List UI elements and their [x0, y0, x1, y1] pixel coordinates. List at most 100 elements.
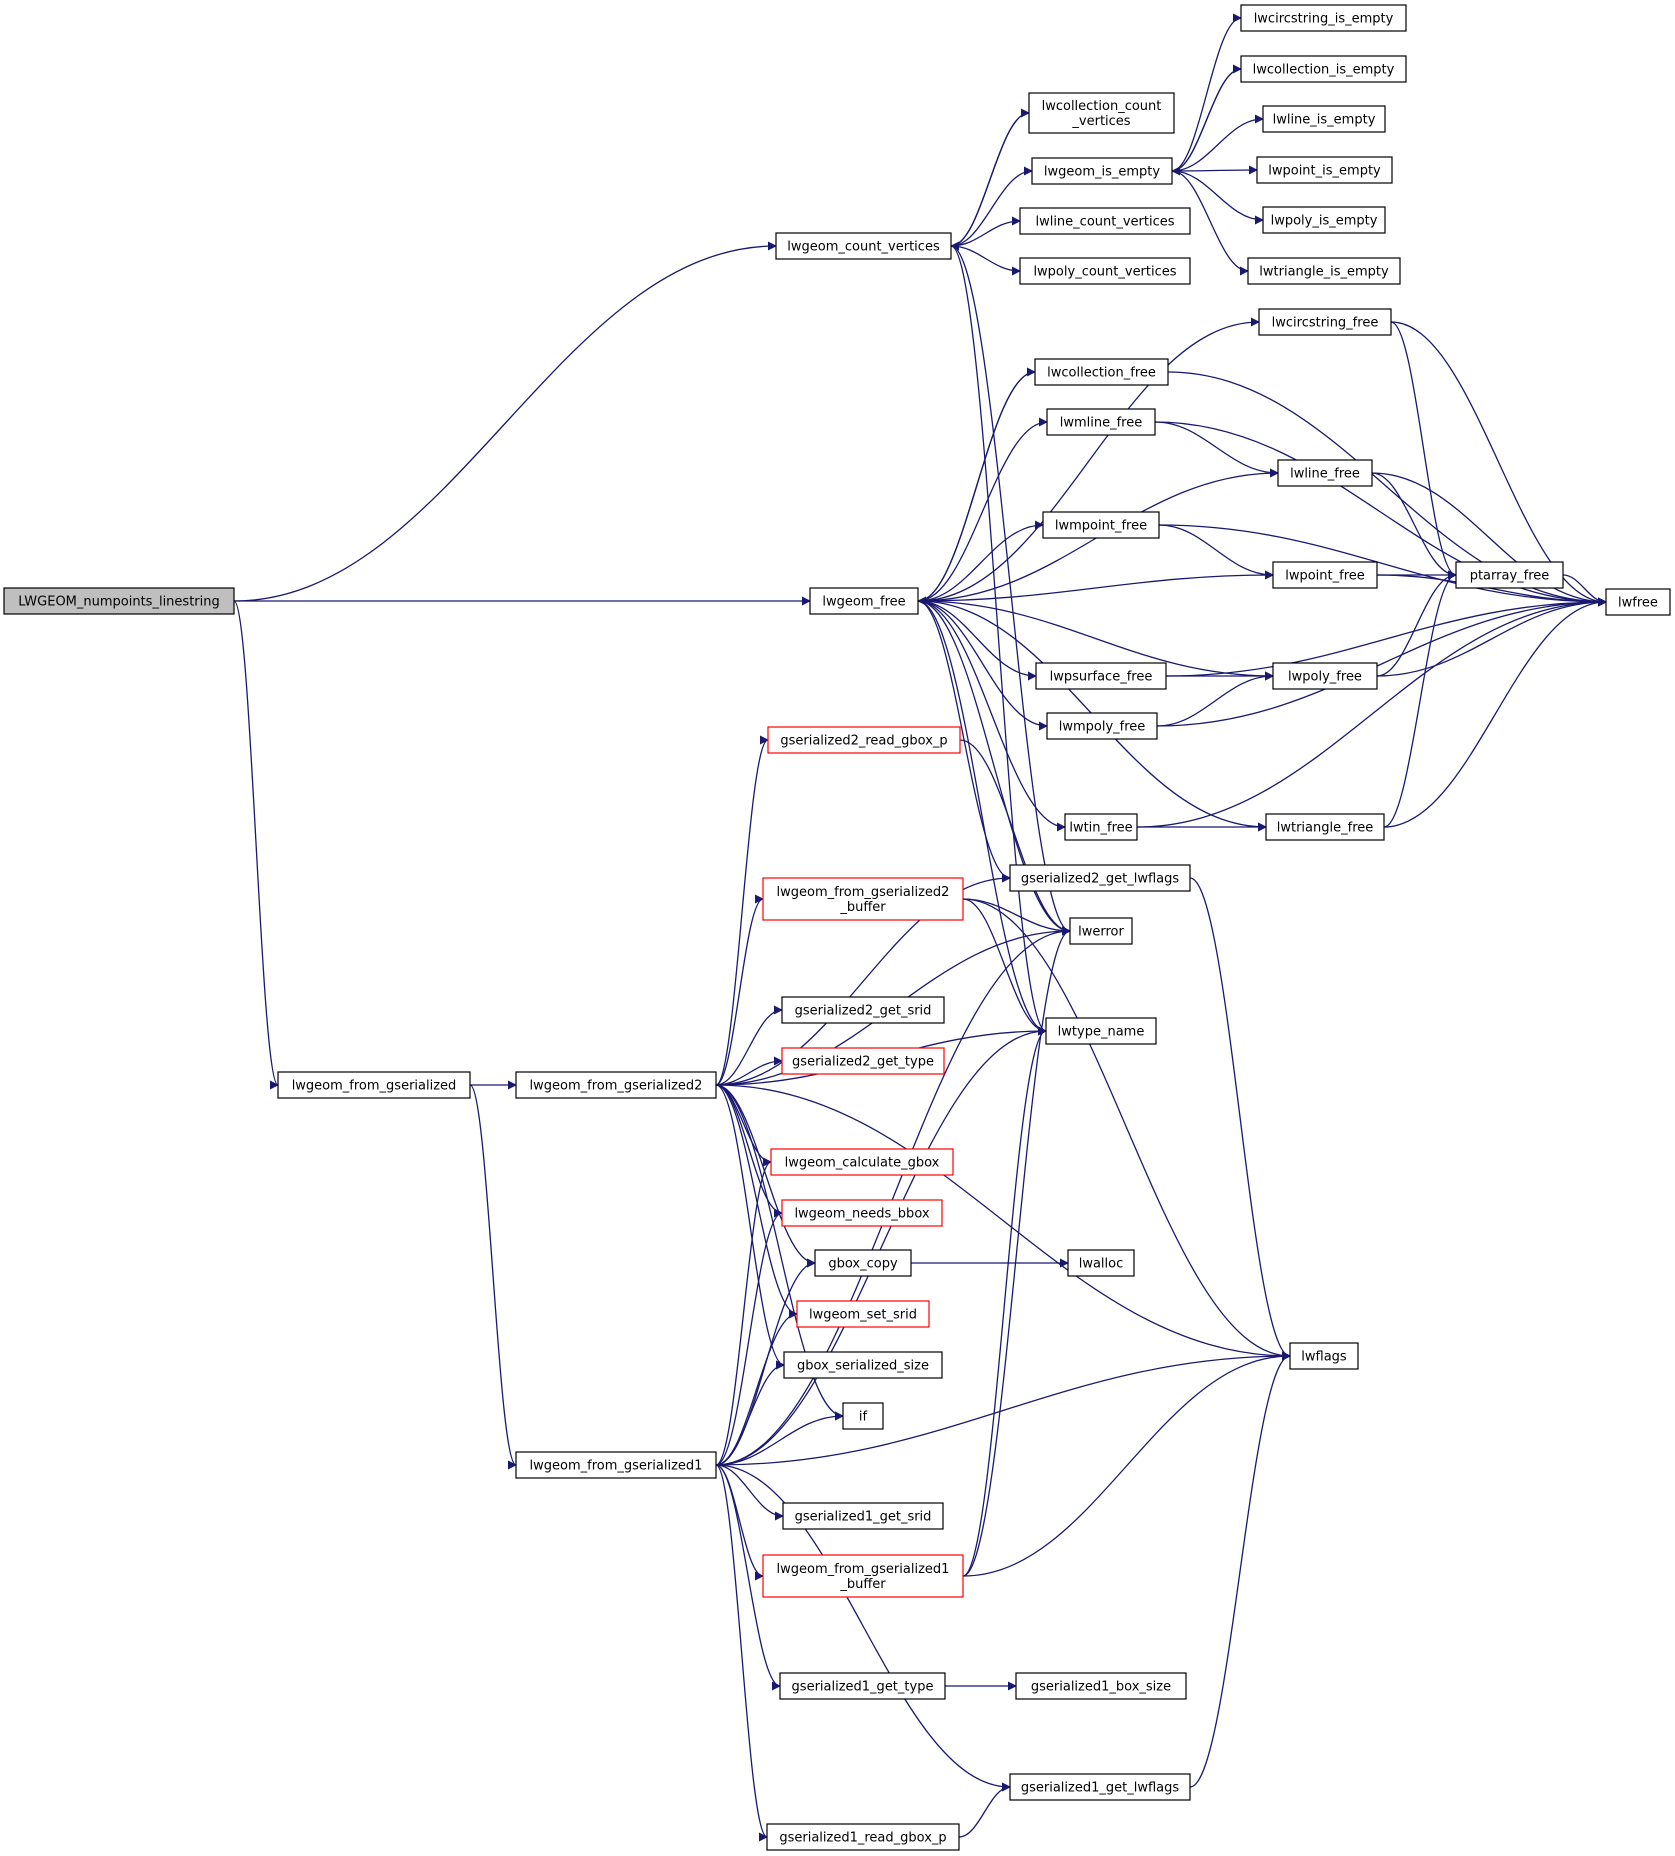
node-label: lwgeom_from_gserialized1 — [777, 1562, 950, 1577]
node-tri_empty[interactable]: lwtriangle_is_empty — [1247, 257, 1401, 285]
node-lwgeom_free[interactable]: lwgeom_free — [809, 587, 919, 615]
node-box — [842, 1402, 884, 1430]
node-mline_free[interactable]: lwmline_free — [1046, 408, 1156, 436]
node-root[interactable]: LWGEOM_numpoints_linestring — [3, 587, 235, 615]
node-label: lwalloc — [1079, 1257, 1124, 1272]
node-g2_buffer[interactable]: lwgeom_from_gserialized2_buffer — [762, 877, 964, 921]
edge-from_gser1-to-g1_type — [715, 1464, 781, 1691]
node-label: lwmpoly_free — [1059, 720, 1146, 735]
node-box — [1009, 864, 1191, 892]
node-circ_free[interactable]: lwcircstring_free — [1258, 308, 1392, 336]
node-ptarray_free[interactable]: ptarray_free — [1455, 561, 1564, 589]
node-point_empty[interactable]: lwpoint_is_empty — [1256, 156, 1393, 184]
edge-lwgeom_free-to-poly_free — [917, 600, 1274, 681]
node-tri_free[interactable]: lwtriangle_free — [1265, 813, 1385, 841]
node-poly_free[interactable]: lwpoly_free — [1272, 662, 1378, 690]
node-label: lwerror — [1078, 925, 1124, 940]
node-lwerror[interactable]: lwerror — [1069, 917, 1133, 945]
edge-lwgeom_free-to-lwtype_name — [917, 600, 1047, 1036]
edge-coll_count-to-count_vertices — [950, 112, 1030, 251]
node-line_free[interactable]: lwline_free — [1277, 459, 1373, 487]
node-label: gserialized1_get_lwflags — [1021, 1781, 1180, 1796]
edge-from_gser1-to-gbox_size — [715, 1360, 785, 1466]
node-box — [1258, 308, 1392, 336]
edge-from_gser2-to-g2_lwflags — [715, 873, 1011, 1086]
node-label: lwgeom_from_gserialized — [292, 1079, 457, 1094]
node-poly_count[interactable]: lwpoly_count_vertices — [1019, 257, 1191, 285]
node-g2_type[interactable]: gserialized2_get_type — [781, 1047, 945, 1075]
edge-lwgeom_free-to-lwerror — [917, 600, 1071, 936]
node-box — [1064, 813, 1138, 841]
node-g1_lwflags[interactable]: gserialized1_get_lwflags — [1009, 1773, 1191, 1801]
edge-count_vertices-to-is_empty — [950, 166, 1033, 247]
nodes-layer: LWGEOM_numpoints_linestring lwgeom_count_… — [3, 4, 1671, 1851]
node-gbox_size[interactable]: gbox_serialized_size — [783, 1351, 943, 1379]
node-lwtype_name[interactable]: lwtype_name — [1045, 1017, 1157, 1045]
node-g2_lwflags[interactable]: gserialized2_get_lwflags — [1009, 864, 1191, 892]
edge-circ_free-to-ptarray_free — [1390, 321, 1457, 580]
node-needs_bbox[interactable]: lwgeom_needs_bbox — [781, 1199, 943, 1227]
node-label: gserialized2_get_type — [792, 1055, 934, 1070]
node-poly_empty[interactable]: lwpoly_is_empty — [1262, 206, 1386, 234]
edge-is_empty-to-poly_empty — [1171, 170, 1264, 225]
node-g1_type[interactable]: gserialized1_get_type — [779, 1672, 946, 1700]
node-count_vertices[interactable]: lwgeom_count_vertices — [775, 232, 952, 260]
node-box — [814, 1249, 912, 1277]
edge-mpoly_free-to-poly_free — [1156, 671, 1274, 727]
node-lwalloc[interactable]: lwalloc — [1067, 1249, 1135, 1277]
node-line_count[interactable]: lwline_count_vertices — [1019, 207, 1191, 235]
edge-psurf_free-to-lwfree — [1165, 597, 1607, 677]
node-label: gserialized2_get_srid — [795, 1004, 932, 1019]
node-line_empty[interactable]: lwline_is_empty — [1262, 105, 1386, 133]
node-psurf_free[interactable]: lwpsurface_free — [1035, 662, 1167, 690]
node-box — [781, 1199, 943, 1227]
node-g1_buffer[interactable]: lwgeom_from_gserialized1_buffer — [762, 1554, 964, 1598]
node-tin_free[interactable]: lwtin_free — [1064, 813, 1138, 841]
node-label: lwline_free — [1290, 467, 1360, 482]
edge-count_vertices-to-lwtype_name — [950, 245, 1047, 1036]
node-lwflags[interactable]: lwflags — [1289, 1342, 1359, 1370]
edge-g2_buffer-to-lwtype_name — [962, 898, 1047, 1036]
edge-mline_free-to-line_free — [1154, 421, 1279, 478]
node-g1_box_size[interactable]: gserialized1_box_size — [1015, 1672, 1187, 1700]
node-box — [1069, 917, 1133, 945]
node-box — [1009, 1773, 1191, 1801]
node-lwfree[interactable]: lwfree — [1605, 588, 1671, 616]
node-g1_read_gbox[interactable]: gserialized1_read_gbox_p — [766, 1823, 960, 1851]
node-gbox_copy[interactable]: gbox_copy — [814, 1249, 912, 1277]
node-g2_read_gbox[interactable]: gserialized2_read_gbox_p — [767, 726, 961, 754]
edge-g1_buffer-to-lwflags — [962, 1351, 1291, 1577]
node-from_gser1[interactable]: lwgeom_from_gserialized1 — [515, 1451, 717, 1479]
node-g1_srid[interactable]: gserialized1_get_srid — [782, 1502, 944, 1530]
edge-from_gser1-to-g1_read_gbox — [715, 1464, 768, 1842]
node-box — [1256, 156, 1393, 184]
node-from_gser2[interactable]: lwgeom_from_gserialized2 — [515, 1071, 717, 1099]
node-coll_count[interactable]: lwcollection_count_vertices — [1028, 92, 1175, 134]
edge-lwgeom_free-to-mpoint_free — [917, 520, 1044, 602]
node-box — [1289, 1342, 1359, 1370]
node-set_srid[interactable]: lwgeom_set_srid — [796, 1300, 930, 1328]
node-mpoly_free[interactable]: lwmpoly_free — [1046, 712, 1158, 740]
node-mpoint_free[interactable]: lwmpoint_free — [1042, 511, 1160, 539]
node-coll_empty[interactable]: lwcollection_is_empty — [1240, 55, 1407, 83]
edge-count_vertices-to-lwerror — [950, 245, 1071, 936]
node-label: lwcollection_free — [1047, 366, 1156, 381]
node-calc_gbox[interactable]: lwgeom_calculate_gbox — [770, 1148, 954, 1176]
node-point_free[interactable]: lwpoint_free — [1272, 561, 1378, 589]
edge-g1_buffer-to-lwtype_name — [962, 1026, 1047, 1577]
edge-lwgeom_free-to-tin_free — [917, 600, 1066, 832]
node-if[interactable]: if — [842, 1402, 884, 1430]
node-is_empty[interactable]: lwgeom_is_empty — [1031, 157, 1173, 185]
node-circ_empty[interactable]: lwcircstring_is_empty — [1240, 4, 1407, 32]
edge-g2_lwflags-to-lwflags — [1189, 877, 1291, 1361]
node-label: lwcircstring_free — [1272, 316, 1379, 331]
node-coll_free[interactable]: lwcollection_free — [1034, 358, 1169, 386]
node-from_gser[interactable]: lwgeom_from_gserialized — [277, 1071, 471, 1099]
node-label: lwline_count_vertices — [1035, 215, 1174, 230]
node-box — [775, 232, 952, 260]
node-label: lwtype_name — [1058, 1025, 1145, 1040]
node-box — [1045, 1017, 1157, 1045]
node-box — [1247, 257, 1401, 285]
node-g2_srid[interactable]: gserialized2_get_srid — [781, 996, 945, 1024]
edge-from_gser1-to-lwerror — [715, 926, 1071, 1466]
